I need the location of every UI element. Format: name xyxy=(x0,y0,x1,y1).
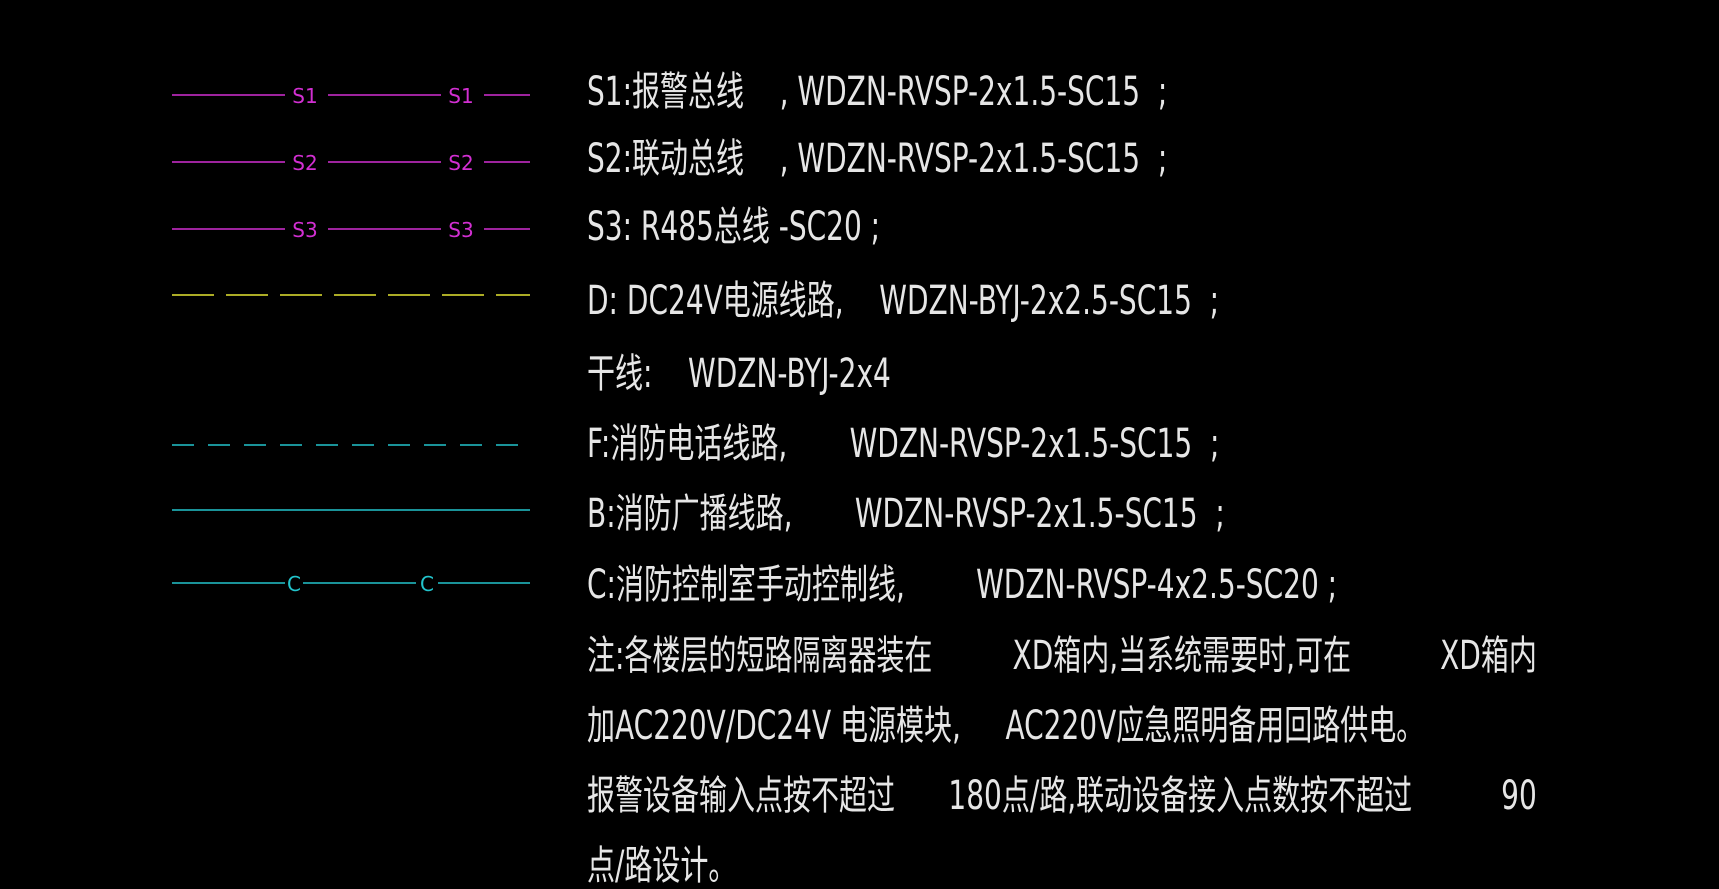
legend-label-s1: S1 xyxy=(448,84,473,108)
note-line-2: 加AC220V/DC24V 电源模块, AC220V应急照明备用回路供电。 xyxy=(587,703,1425,749)
legend-label-s3: S3 xyxy=(292,218,317,242)
legend-line-c: C C xyxy=(172,572,530,596)
legend-label-s3: S3 xyxy=(448,218,473,242)
legend-label-c: C xyxy=(420,572,434,596)
note-line-1: 注:各楼层的短路隔离器装在 XD箱内,当系统需要时,可在 XD箱内 xyxy=(587,633,1537,679)
note-s3: S3: R485总线 -SC20 ; xyxy=(587,204,881,250)
note-s2: S2:联动总线 , WDZN-RVSP-2x1.5-SC15 ; xyxy=(587,136,1168,182)
note-trunk: 干线: WDZN-BYJ-2x4 xyxy=(587,351,891,397)
legend-line-s2: S2 S2 xyxy=(172,151,530,175)
note-s1: S1:报警总线 , WDZN-RVSP-2x1.5-SC15 ; xyxy=(587,69,1168,115)
legend-label-s2: S2 xyxy=(292,151,317,175)
legend-line-s3: S3 S3 xyxy=(172,218,530,242)
note-f: F:消防电话线路, WDZN-RVSP-2x1.5-SC15 ; xyxy=(587,421,1220,467)
legend-label-c: C xyxy=(287,572,301,596)
note-d: D: DC24V电源线路, WDZN-BYJ-2x2.5-SC15 ; xyxy=(587,278,1220,324)
note-line-3: 报警设备输入点按不超过 180点/路,联动设备接入点数按不超过 90 xyxy=(587,773,1537,819)
note-c: C:消防控制室手动控制线, WDZN-RVSP-4x2.5-SC20 ; xyxy=(587,562,1338,608)
legend-label-s1: S1 xyxy=(292,84,317,108)
legend-line-s1: S1 S1 xyxy=(172,84,530,108)
note-line-4: 点/路设计。 xyxy=(587,843,737,889)
legend-label-s2: S2 xyxy=(448,151,473,175)
note-b: B:消防广播线路, WDZN-RVSP-2x1.5-SC15 ; xyxy=(587,491,1225,537)
